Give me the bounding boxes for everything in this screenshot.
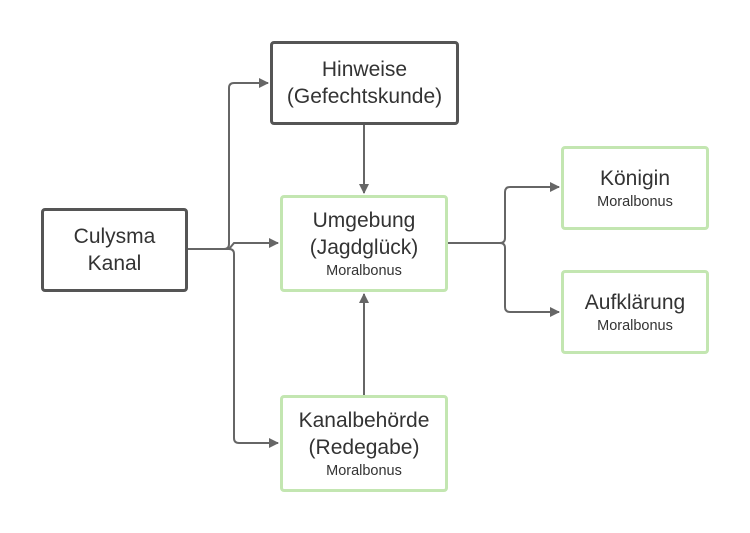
node-subtitle: Moralbonus xyxy=(326,262,402,279)
node-kanalbehoerde: Kanalbehörde (Redegabe) Moralbonus xyxy=(280,395,448,492)
node-title: Culysma Kanal xyxy=(73,225,156,275)
node-koenigin: Königin Moralbonus xyxy=(561,146,709,230)
node-subtitle: Moralbonus xyxy=(597,193,673,210)
edge-culysma-to-kanalbehoerde xyxy=(188,248,279,448)
node-culysma-kanal: Culysma Kanal xyxy=(41,208,188,292)
edge-culysma-to-hinweise xyxy=(188,78,269,250)
node-title: Hinweise (Gefechtskunde) xyxy=(286,58,443,108)
node-umgebung: Umgebung (Jagdglück) Moralbonus xyxy=(280,195,448,292)
node-subtitle: Moralbonus xyxy=(597,317,673,334)
edge-umgebung-to-koenigin xyxy=(448,182,560,244)
node-title: Umgebung (Jagdglück) xyxy=(309,208,419,259)
node-title: Aufklärung xyxy=(584,290,686,314)
node-title: Kanalbehörde (Redegabe) xyxy=(298,408,430,459)
edge-umgebung-to-aufklaerung xyxy=(448,242,560,317)
node-hinweise: Hinweise (Gefechtskunde) xyxy=(270,41,459,125)
node-aufklaerung: Aufklärung Moralbonus xyxy=(561,270,709,354)
node-title: Königin xyxy=(599,166,671,190)
node-subtitle: Moralbonus xyxy=(326,462,402,479)
